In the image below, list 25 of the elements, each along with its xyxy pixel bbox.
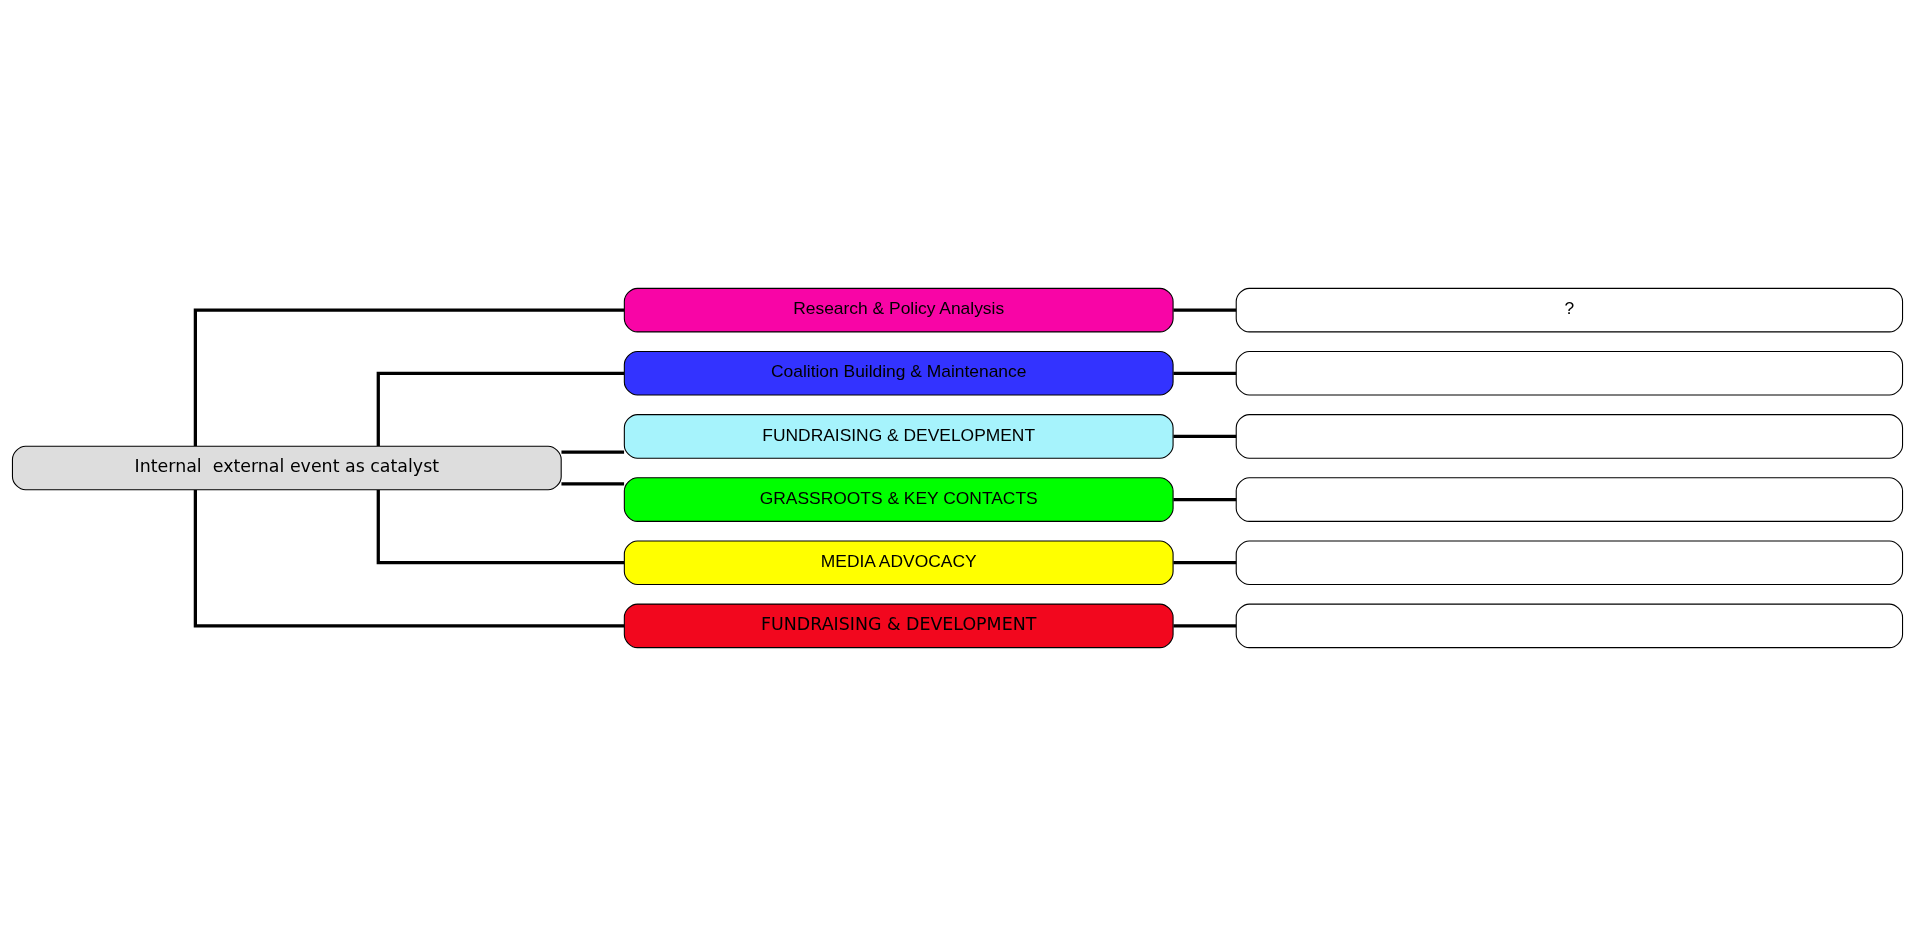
connector	[1173, 497, 1237, 502]
connector	[376, 371, 624, 447]
connector	[1173, 434, 1237, 439]
connector	[1173, 624, 1237, 628]
node-box	[1235, 414, 1904, 459]
node-box: Coalition Building & Maintenance	[623, 350, 1174, 396]
node-box	[1235, 350, 1904, 396]
connector	[561, 482, 625, 486]
node-box: FUNDRAISING & DEVELOPMENT	[623, 414, 1174, 459]
connector	[1173, 308, 1237, 312]
node-box: Internal external event as catalyst	[11, 445, 562, 491]
node-box: Research & Policy Analysis	[623, 287, 1174, 333]
node-box	[1235, 603, 1904, 649]
connector	[193, 308, 625, 447]
connector	[376, 489, 624, 565]
node-box	[1235, 477, 1904, 522]
node-box: MEDIA ADVOCACY	[623, 540, 1174, 586]
connector	[193, 489, 625, 628]
node-box: GRASSROOTS & KEY CONTACTS	[623, 477, 1174, 522]
connector	[1173, 561, 1237, 565]
node-box: ?	[1235, 287, 1904, 333]
connector	[1173, 371, 1237, 375]
connector	[561, 450, 625, 454]
node-box	[1235, 540, 1904, 586]
node-box: FUNDRAISING & DEVELOPMENT	[623, 603, 1174, 649]
